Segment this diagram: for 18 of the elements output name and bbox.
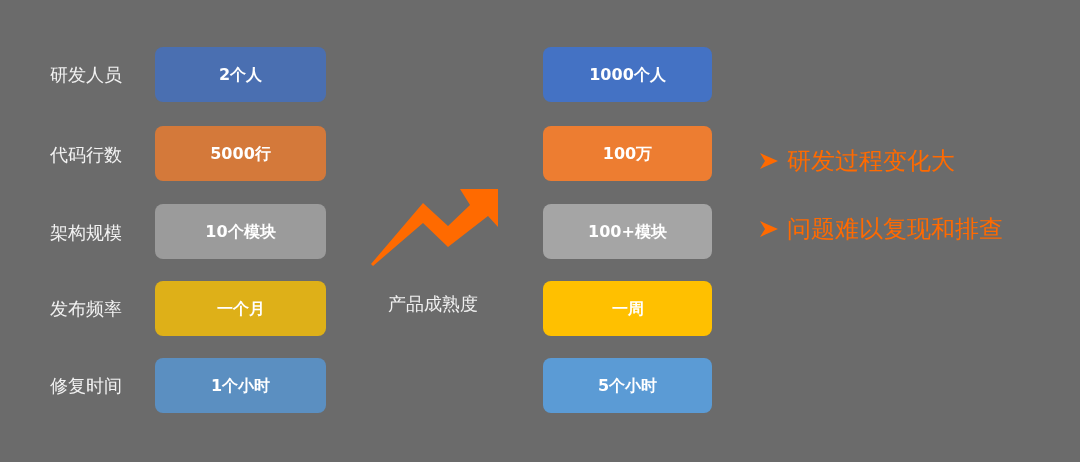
value-box: 一周 xyxy=(543,281,712,336)
row-label: 研发人员 xyxy=(50,64,122,86)
key-point-text: 研发过程变化大 xyxy=(787,146,955,176)
row-label: 修复时间 xyxy=(50,375,122,397)
row-label: 代码行数 xyxy=(50,144,122,166)
key-point-text: 问题难以复现和排查 xyxy=(787,214,1003,244)
value-box: 1000个人 xyxy=(543,47,712,102)
row-label: 架构规模 xyxy=(50,222,122,244)
value-box: 100+模块 xyxy=(543,204,712,259)
value-box: 100万 xyxy=(543,126,712,181)
row-label: 发布频率 xyxy=(50,298,122,320)
trend-caption: 产品成熟度 xyxy=(388,293,478,315)
value-box: 2个人 xyxy=(155,47,326,102)
value-box: 5000行 xyxy=(155,126,326,181)
value-box: 10个模块 xyxy=(155,204,326,259)
value-box: 一个月 xyxy=(155,281,326,336)
value-box: 5个小时 xyxy=(543,358,712,413)
value-box: 1个小时 xyxy=(155,358,326,413)
